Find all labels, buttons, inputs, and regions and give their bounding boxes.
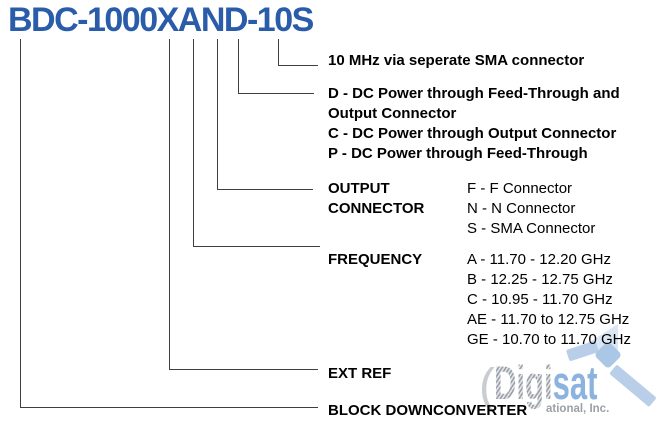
watermark-satellite-arm-icon	[609, 364, 657, 408]
line-block-downconverter-vertical	[20, 39, 21, 408]
model-number-title: BDC-1000XAND-10S	[8, 1, 314, 39]
label-dc-power-options: D - DC Power through Feed-Through and Ou…	[328, 84, 620, 164]
output-connector-option-f: F - F Connector	[467, 180, 573, 197]
frequency-option-a: A - 11.70 - 12.20 GHz	[467, 251, 611, 268]
dc-power-option-d-cont: Output Connector	[328, 105, 457, 122]
line-ten-mhz-horizontal	[278, 65, 318, 66]
line-ext-ref-horizontal	[169, 369, 318, 370]
label-ext-ref: EXT REF	[328, 365, 392, 382]
label-output-connector: OUTPUT CONNECTOR	[328, 179, 424, 219]
output-connector-option-s: S - SMA Connector	[467, 220, 596, 237]
line-output-connector-horizontal	[217, 189, 313, 190]
watermark-company-suffix: ational, Inc.	[546, 403, 610, 415]
frequency-option-ge: GE - 10.70 to 11.70 GHz	[467, 331, 631, 348]
frequency-option-b: B - 12.25 - 12.75 GHz	[467, 271, 613, 288]
line-dc-power-horizontal	[238, 93, 314, 94]
line-ext-ref-vertical	[169, 39, 170, 369]
line-block-downconverter-horizontal	[20, 407, 318, 408]
dc-power-option-d: D - DC Power through Feed-Through and	[328, 85, 620, 102]
label-output-connector-line2: CONNECTOR	[328, 200, 425, 217]
line-output-connector-vertical	[217, 39, 218, 189]
watermark-paren: (	[479, 360, 495, 413]
watermark-logo: Digisat	[494, 359, 597, 406]
label-frequency: FREQUENCY	[328, 251, 423, 268]
label-ten-mhz: 10 MHz via seperate SMA connector	[328, 52, 585, 69]
line-ten-mhz-vertical	[278, 39, 279, 65]
watermark-logo-digi: Digi	[494, 356, 553, 409]
output-connector-options: F - F Connector N - N Connector S - SMA …	[467, 179, 595, 239]
line-frequency-vertical	[193, 39, 194, 246]
frequency-options: A - 11.70 - 12.20 GHz B - 12.25 - 12.75 …	[467, 250, 631, 350]
line-frequency-horizontal	[193, 246, 320, 247]
frequency-option-ae: AE - 11.70 to 12.75 GHz	[467, 311, 630, 328]
watermark-logo-sat: sat	[552, 356, 598, 409]
label-block-downconverter: BLOCK DOWNCONVERTER	[328, 402, 528, 419]
line-dc-power-vertical	[238, 39, 239, 93]
frequency-option-c: C - 10.95 - 11.70 GHz	[467, 291, 613, 308]
dc-power-option-p: P - DC Power through Feed-Through	[328, 145, 588, 162]
output-connector-option-n: N - N Connector	[467, 200, 576, 217]
dc-power-option-c: C - DC Power through Output Connector	[328, 125, 617, 142]
label-output-connector-line1: OUTPUT	[328, 180, 390, 197]
